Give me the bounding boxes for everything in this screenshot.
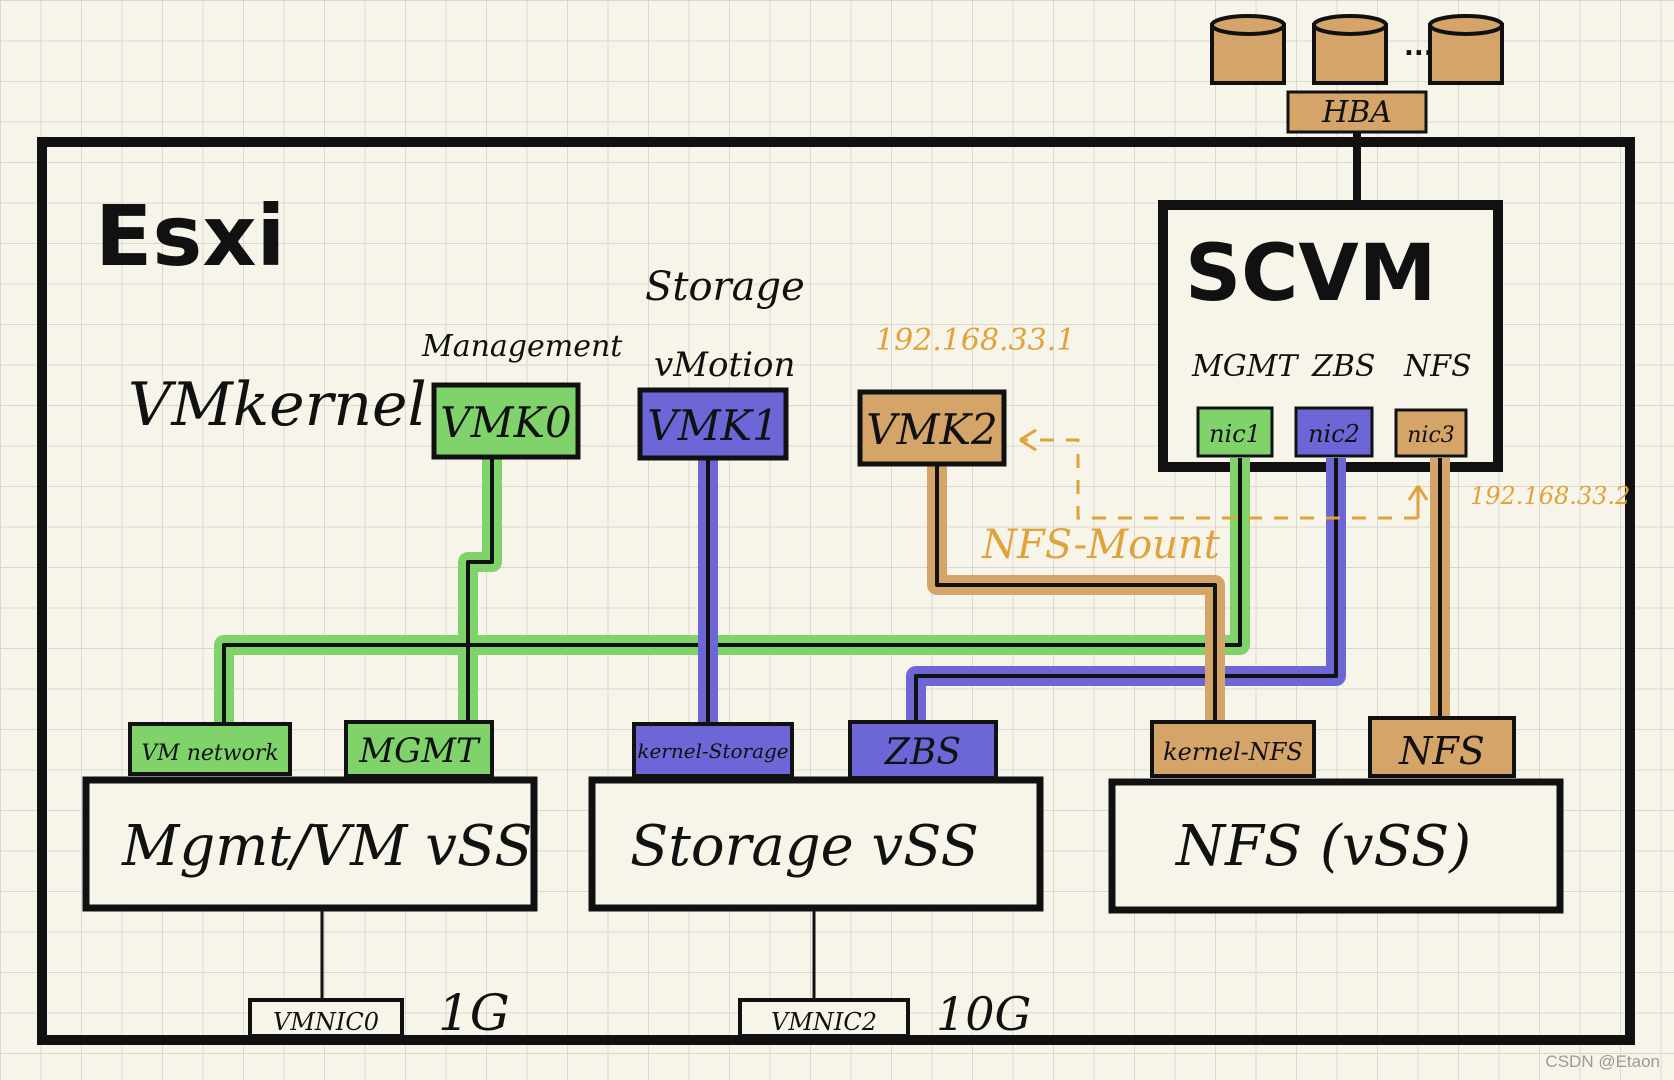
scvm-zbs-label: ZBS (1311, 349, 1375, 384)
portgroup-kernel-storage-label: kernel-Storage (637, 739, 788, 763)
scvm-nfs-ip-label: 192.168.33.2 (1470, 482, 1630, 510)
vmnic2-label: VMNIC2 (771, 1008, 877, 1036)
vswitch-nfs (1108, 778, 1564, 914)
vmkernel-label: VMkernel (128, 370, 427, 440)
vmnic0-speed: 1G (438, 984, 510, 1042)
portgroup-mgmt-label: MGMT (358, 731, 481, 771)
vswitch-mgmt-vm (82, 776, 538, 912)
portgroup-vm-network (128, 722, 292, 776)
hba-label: HBA (1321, 95, 1392, 130)
portgroup-vm-network-label: VM network (141, 741, 278, 766)
portgroup-zbs (848, 720, 998, 780)
vmk2-ip-label: 192.168.33.1 (875, 323, 1075, 358)
portgroup-nfs-label: NFS (1398, 729, 1485, 773)
esxi-host-frame (37, 137, 1635, 1045)
scvm-mgmt-label: MGMT (1191, 349, 1299, 384)
vmnic2-speed: 10G (936, 987, 1031, 1041)
watermark: CSDN @Etaon (1545, 1052, 1660, 1071)
green-link (214, 457, 1250, 730)
storage-label: Storage (645, 264, 805, 310)
vmnic2-box (738, 998, 910, 1038)
storage-disks: ... HBA (1210, 14, 1504, 205)
disk-icon (1210, 14, 1286, 85)
management-label: Management (421, 329, 623, 364)
orange-link (927, 458, 1450, 730)
portgroup-kernel-storage (632, 722, 794, 778)
vswitch-mgmt-vm-label: Mgmt/VM vSS (121, 814, 533, 879)
esxi-title: Esxi (95, 187, 285, 285)
scvm-nic2 (1294, 406, 1374, 458)
nfs-mount-path: NFS-Mount (981, 428, 1429, 568)
portgroup-kernel-nfs (1150, 720, 1316, 778)
scvm-nic3 (1394, 408, 1468, 458)
vmk2-box (857, 389, 1007, 467)
vswitch-storage (588, 776, 1044, 912)
vswitch-nfs-label: NFS (vSS) (1174, 814, 1471, 879)
portgroup-mgmt (344, 720, 494, 778)
vmk2-label: VMK2 (866, 405, 997, 454)
scvm-nic1 (1196, 406, 1274, 458)
scvm-title: SCVM (1185, 229, 1436, 319)
scvm-nic3-label: nic3 (1407, 423, 1455, 448)
vswitch-storage-label: Storage vSS (630, 814, 979, 879)
vmnic0-label: VMNIC0 (273, 1008, 379, 1036)
vmk0-box (431, 382, 581, 460)
portgroup-zbs-label: ZBS (884, 732, 961, 773)
disk-icon (1428, 14, 1504, 85)
scvm-nfs-label: NFS (1403, 349, 1472, 384)
scvm-nic1-label: nic1 (1209, 420, 1261, 448)
vmnic0-box (248, 998, 404, 1038)
vmk1-box (637, 387, 789, 461)
vmk1-label: VMK1 (647, 401, 778, 450)
vmotion-label: vMotion (654, 345, 795, 385)
disk-icon (1312, 14, 1388, 85)
blue-link (698, 458, 1346, 730)
vmk0-label: VMK0 (440, 398, 571, 447)
scvm-nic2-label: nic2 (1308, 420, 1360, 448)
portgroup-nfs (1368, 716, 1516, 778)
nfs-mount-label: NFS-Mount (981, 522, 1221, 568)
portgroup-kernel-nfs-label: kernel-NFS (1163, 738, 1303, 766)
